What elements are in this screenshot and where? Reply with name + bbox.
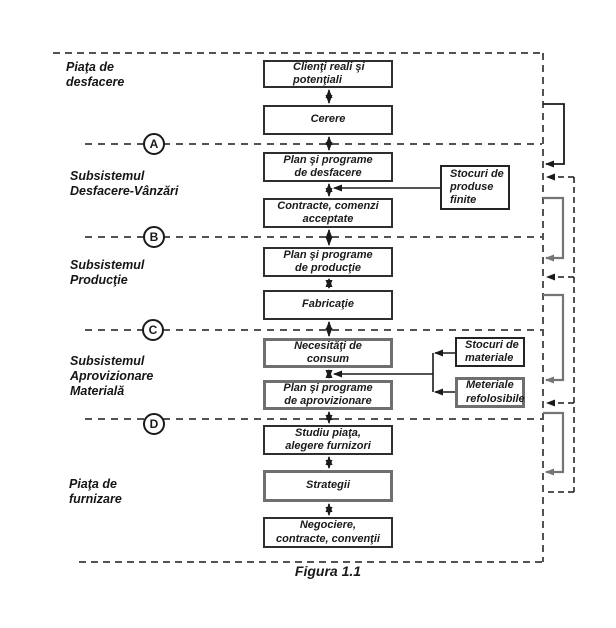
region-label-aprovizionare: Subsistemul Aprovizionare Materială [70, 354, 154, 398]
region-label-piata-desfacere: Piaţa de desfacere [66, 60, 125, 89]
side-box-stocuri-materiale: Stocuri de materiale [455, 337, 525, 367]
flow-box-plan-desfacere: Plan şi programe de desfacere [263, 152, 393, 182]
flow-box-necesitati: Necesităţi de consum [263, 338, 393, 368]
side-box-stocuri-produse-finite: Stocuri de produse finite [440, 165, 510, 210]
region-label-piata-furnizare: Piaţa de furnizare [69, 477, 122, 506]
region-label-productie: Subsistemul Producţie [70, 258, 145, 287]
side-box-materiale-refolosibile: Meteriale refolosibile [455, 377, 525, 408]
level-marker-b: B [143, 226, 165, 248]
level-marker-a: A [143, 133, 165, 155]
level-divider-lines [85, 143, 542, 420]
flow-box-clienti: Clienţi reali şi potenţiali [263, 60, 393, 88]
dashed-feedback-channel [544, 173, 575, 493]
flow-box-plan-aprovizionare: Plan şi programe de aprovizionare [263, 380, 393, 410]
flow-box-strategii: Strategii [263, 470, 393, 502]
feedback-brackets [543, 103, 565, 476]
region-label-desfacere-vanzari: Subsistemul Desfacere-Vânzări [70, 169, 179, 198]
flow-box-cerere: Cerere [263, 105, 393, 135]
figure-caption: Figura 1.1 [294, 563, 362, 579]
flow-box-contracte: Contracte, comenzi acceptate [263, 198, 393, 228]
system-boundary [53, 52, 544, 563]
flow-box-studiu-piata: Studiu piaţa, alegere furnizori [263, 425, 393, 455]
flow-box-negociere: Negociere, contracte, convenţii [263, 517, 393, 548]
level-marker-d: D [143, 413, 165, 435]
side-box-feed-lines [333, 184, 455, 396]
level-marker-c: C [142, 319, 164, 341]
flow-box-plan-productie: Plan şi programe de producţie [263, 247, 393, 277]
flow-box-fabricatie: Fabricaţie [263, 290, 393, 320]
